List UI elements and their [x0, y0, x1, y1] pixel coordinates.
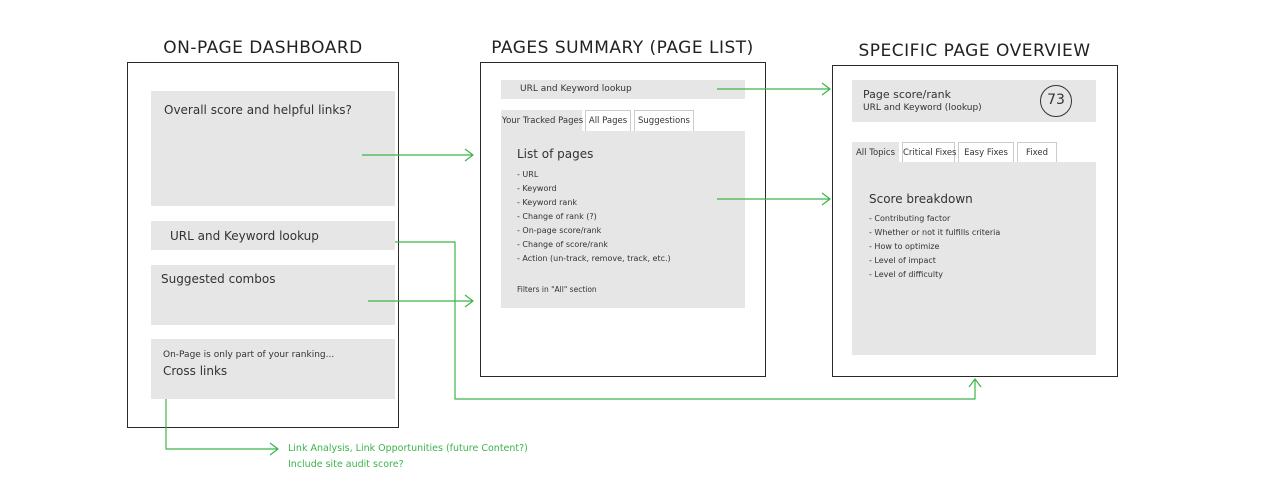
- list-item: - Level of difficulty: [869, 270, 943, 279]
- footnote-line-1: Link Analysis, Link Opportunities (futur…: [288, 443, 528, 454]
- list-item: - Level of impact: [869, 256, 936, 265]
- arrowhead: [968, 378, 982, 388]
- arrowhead: [821, 192, 831, 206]
- pages-lookup-label: URL and Keyword lookup: [520, 84, 632, 94]
- overall-score-label: Overall score and helpful links?: [164, 103, 352, 117]
- overall-score-panel[interactable]: Overall score and helpful links?: [151, 91, 395, 206]
- tab-your-tracked-pages[interactable]: Your Tracked Pages: [501, 110, 583, 131]
- tab-fixed[interactable]: Fixed: [1017, 142, 1057, 163]
- page-score-label: Page score/rank: [863, 88, 951, 101]
- pages-field-list: - URL - Keyword - Keyword rank - Change …: [517, 168, 671, 266]
- page-overview-title: SPECIFIC PAGE OVERVIEW: [858, 41, 1091, 61]
- list-item: - Change of score/rank: [517, 240, 608, 249]
- list-item: - Keyword rank: [517, 198, 578, 207]
- pages-filters-note: Filters in "All" section: [517, 285, 597, 294]
- arrowhead: [464, 148, 474, 162]
- pages-lookup-panel[interactable]: URL and Keyword lookup: [501, 80, 745, 99]
- page-score-sub: URL and Keyword (lookup): [863, 103, 982, 113]
- pages-list-panel: List of pages - URL - Keyword - Keyword …: [501, 131, 745, 308]
- dashboard-lookup-label: URL and Keyword lookup: [170, 229, 319, 243]
- arrowhead: [464, 294, 474, 308]
- dashboard-title: ON-PAGE DASHBOARD: [163, 38, 363, 58]
- tab-critical-fixes[interactable]: Critical Fixes: [902, 142, 957, 163]
- score-breakdown-title: Score breakdown: [869, 192, 973, 206]
- list-item: - Whether or not it fulfills criteria: [869, 228, 1001, 237]
- list-item: - Contributing factor: [869, 214, 951, 223]
- list-item: - How to optimize: [869, 242, 940, 251]
- cross-links-note: On-Page is only part of your ranking...: [163, 350, 335, 360]
- arrowhead: [821, 82, 831, 96]
- arrow-lookup-to-overview-bottom: [395, 241, 976, 400]
- pages-summary-title: PAGES SUMMARY (PAGE LIST): [491, 38, 754, 58]
- tab-all-topics[interactable]: All Topics: [852, 142, 899, 163]
- tab-suggestions[interactable]: Suggestions: [634, 110, 694, 131]
- footnote-line-2: Include site audit score?: [288, 459, 404, 470]
- cross-links-label: Cross links: [163, 364, 228, 378]
- suggested-combos-label: Suggested combos: [161, 272, 276, 286]
- list-item: - On-page score/rank: [517, 226, 602, 235]
- dashboard-lookup-panel[interactable]: URL and Keyword lookup: [151, 221, 395, 250]
- tab-easy-fixes[interactable]: Easy Fixes: [958, 142, 1014, 163]
- score-breakdown-panel: Score breakdown - Contributing factor - …: [852, 162, 1096, 355]
- score-breakdown-list: - Contributing factor - Whether or not i…: [869, 212, 1000, 282]
- suggested-combos-panel[interactable]: Suggested combos: [151, 265, 395, 325]
- arrow-crosslinks-to-note: [165, 399, 278, 450]
- page-score-badge: 73: [1040, 85, 1072, 117]
- cross-links-panel[interactable]: On-Page is only part of your ranking... …: [151, 339, 395, 399]
- arrowhead: [269, 442, 279, 456]
- list-item: - URL: [517, 170, 539, 179]
- tab-all-pages[interactable]: All Pages: [585, 110, 631, 131]
- list-item: - Keyword: [517, 184, 557, 193]
- list-item: - Action (un-track, remove, track, etc.): [517, 254, 671, 263]
- list-item: - Change of rank (?): [517, 212, 597, 221]
- pages-list-title: List of pages: [517, 147, 594, 161]
- page-score-panel: Page score/rank URL and Keyword (lookup)…: [852, 80, 1096, 122]
